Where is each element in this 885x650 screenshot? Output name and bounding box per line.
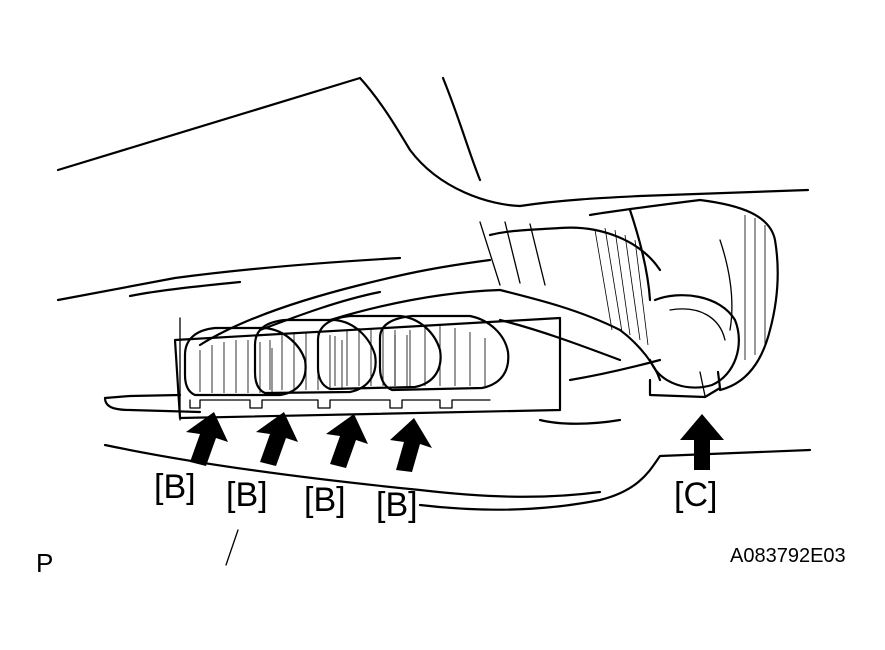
label-b3: [B] xyxy=(304,481,346,519)
connector-b4 xyxy=(378,314,510,392)
arrow-b1 xyxy=(186,412,228,466)
label-b2: [B] xyxy=(226,476,268,514)
leader-line xyxy=(225,529,239,566)
arrow-b4 xyxy=(390,418,432,472)
arrow-b3 xyxy=(326,414,368,468)
base-plate xyxy=(103,393,812,511)
connector-block xyxy=(173,316,562,420)
wire-harness xyxy=(488,208,740,389)
arrow-b2 xyxy=(256,412,298,466)
wire-sheath xyxy=(198,221,622,362)
figure-code: A083792E03 xyxy=(730,545,846,567)
label-b1: [B] xyxy=(154,468,196,506)
clamp-c xyxy=(648,370,722,399)
arrow-c xyxy=(680,414,724,470)
connector-b1 xyxy=(183,326,307,397)
label-c: [C] xyxy=(674,476,718,514)
label-b4: [B] xyxy=(376,486,418,524)
view-marker: P xyxy=(36,548,54,578)
body-outline xyxy=(56,76,810,421)
actuator-housing xyxy=(588,198,779,392)
